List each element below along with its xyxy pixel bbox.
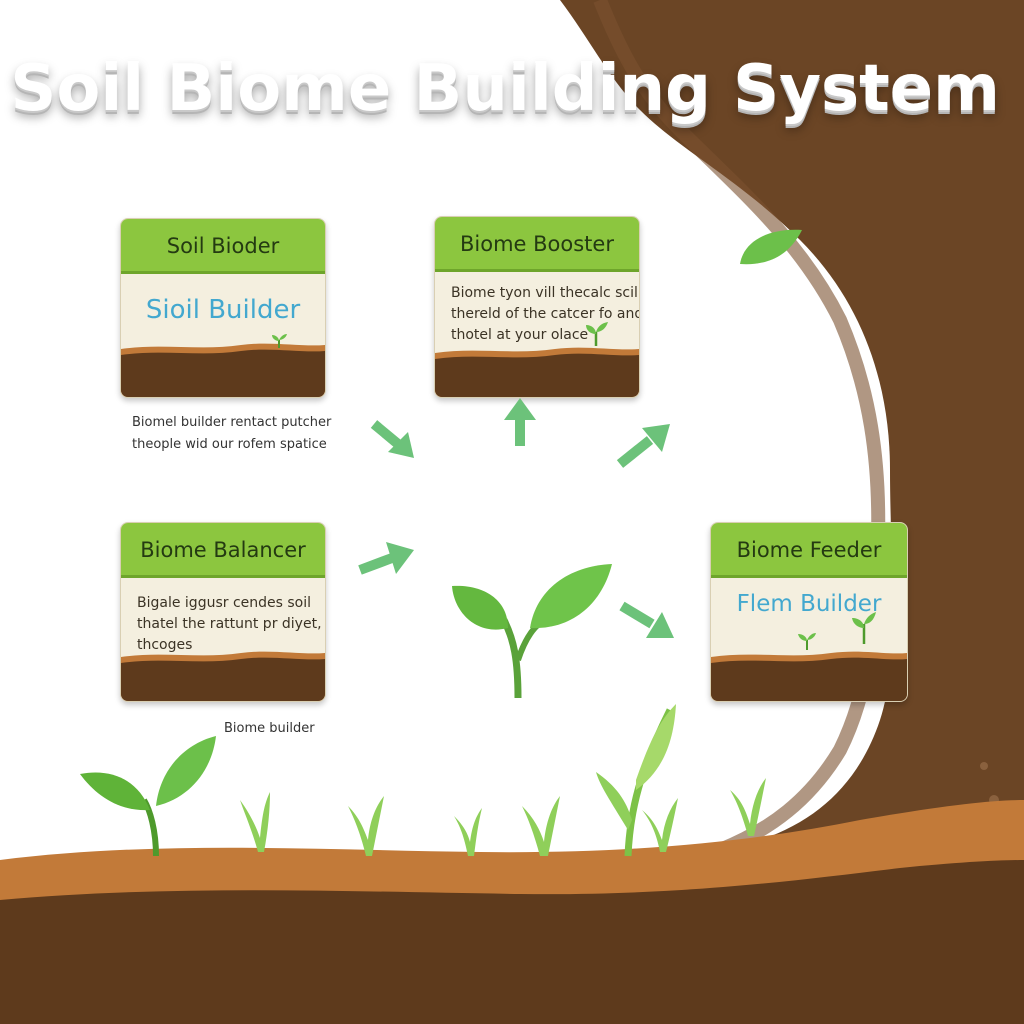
caption-line: theople wid our rofem spatice bbox=[132, 437, 327, 452]
arrow-icon bbox=[358, 542, 414, 575]
card-title: Biome Balancer bbox=[140, 538, 306, 562]
card-description: Bigale iggusr cendes soil thatel the rat… bbox=[137, 593, 322, 656]
card-label: Sioil Builder bbox=[145, 295, 301, 325]
sprout-icon bbox=[452, 564, 612, 699]
card-biome-booster: Biome Booster Biome tyon vill thecalc sc… bbox=[434, 216, 640, 398]
arrow-icon bbox=[616, 424, 670, 468]
ground-dark-layer bbox=[0, 860, 1024, 1024]
card-biome-balancer: Biome Balancer Bigale iggusr cendes soil… bbox=[120, 522, 326, 702]
card-text-line: thcoges bbox=[137, 637, 193, 653]
sprout-icon bbox=[80, 736, 216, 857]
card-label: Flem Builder bbox=[736, 591, 882, 617]
sprout-icon bbox=[798, 633, 816, 650]
leaf-icon bbox=[740, 229, 802, 265]
card-text-line: Biome tyon vill thecalc scil bbox=[451, 285, 638, 301]
card-title: Soil Bioder bbox=[166, 234, 280, 258]
arrow-icon bbox=[619, 601, 674, 638]
sprout-icon bbox=[852, 612, 876, 644]
soil-wave-edge bbox=[593, 0, 886, 857]
soil-particle bbox=[980, 762, 988, 770]
card-header bbox=[121, 523, 325, 578]
page-title: Soil Biome Building System bbox=[10, 52, 1000, 126]
soil-layer bbox=[435, 347, 639, 397]
caption-biome-balancer: Biome builder bbox=[224, 718, 315, 740]
arrow-icon bbox=[504, 398, 536, 446]
sprout-icon bbox=[272, 334, 287, 348]
soil-layer bbox=[121, 343, 325, 397]
sprout-icon bbox=[586, 322, 608, 346]
soil-layer bbox=[711, 651, 907, 701]
sprout-icon bbox=[596, 704, 676, 857]
card-header bbox=[121, 219, 325, 274]
caption-line: Biomel builder rentact putcher bbox=[132, 415, 332, 430]
card-text-line: thatel the rattunt pr diyet, bbox=[137, 616, 322, 632]
card-text-line: Bigale iggusr cendes soil bbox=[137, 595, 312, 611]
grass-icon bbox=[240, 778, 766, 856]
card-biome-feeder: Biome Feeder Flem Builder bbox=[710, 522, 908, 702]
card-text-line: thereld of the catcer fo and bbox=[451, 306, 640, 322]
soil-wave-right bbox=[560, 0, 1024, 1024]
card-text-line: thotel at your olace bbox=[451, 327, 589, 343]
caption-line: Biome builder bbox=[224, 721, 315, 736]
arrow-icon bbox=[370, 420, 414, 458]
card-description: Biome tyon vill thecalc scil thereld of … bbox=[451, 283, 640, 346]
card-title: Biome Booster bbox=[460, 232, 614, 256]
card-title: Biome Feeder bbox=[736, 538, 882, 562]
soil-layer bbox=[121, 651, 325, 701]
caption-soil-builder: Biomel builder rentact putcher theople w… bbox=[132, 412, 331, 456]
card-header bbox=[711, 523, 907, 578]
card-header bbox=[435, 217, 639, 272]
card-soil-builder: Soil Bioder Sioil Builder bbox=[120, 218, 326, 398]
